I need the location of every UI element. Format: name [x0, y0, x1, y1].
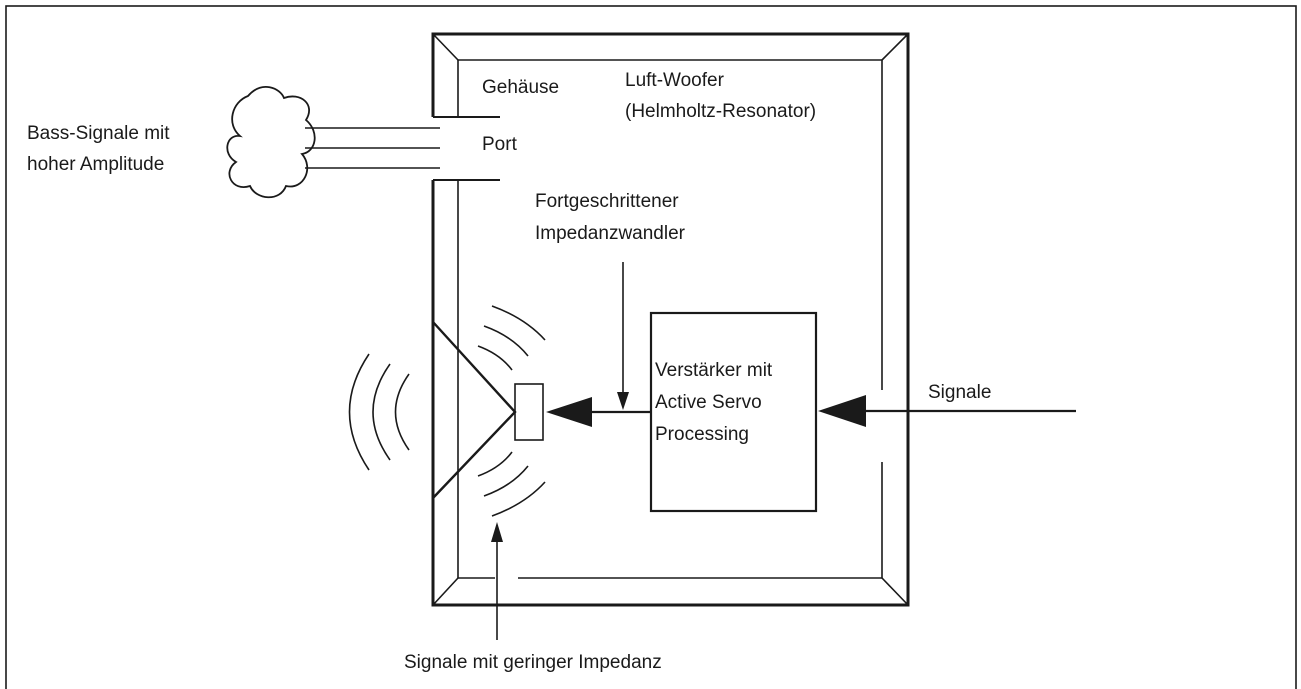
label-bass-line2: hoher Amplitude [27, 154, 164, 175]
amp-to-coil-arrowhead [546, 397, 592, 427]
sound-waves-upper-icon [477, 305, 546, 371]
label-bass-line1: Bass-Signale mit [27, 123, 170, 144]
label-woofer-line2: (Helmholtz-Resonator) [625, 101, 816, 122]
signal-input-arrowhead [818, 395, 866, 427]
label-low-impedance: Signale mit geringer Impedanz [404, 652, 662, 673]
label-amp-line2: Active Servo [655, 392, 762, 413]
label-transducer-line2: Impedanzwandler [535, 223, 686, 244]
bevel-bottom-left [432, 577, 459, 606]
label-amp-line3: Processing [655, 424, 749, 445]
enclosure-inner-wall-bottom [518, 462, 883, 579]
label-amp-line1: Verstärker mit [655, 360, 773, 381]
enclosure-outer-wall [431, 32, 910, 607]
sound-waves-lower-icon [477, 451, 546, 517]
air-flow-lines [305, 127, 440, 169]
label-signale: Signale [928, 382, 991, 403]
transducer-pointer-arrowhead [617, 392, 629, 410]
bevel-bottom-right [881, 577, 909, 606]
label-woofer-line1: Luft-Woofer [625, 70, 725, 91]
port-tube [433, 116, 500, 181]
low-impedance-pointer-arrowhead [491, 522, 503, 542]
voice-coil [514, 383, 544, 441]
speaker-cone [432, 321, 517, 499]
enclosure-inner-wall-left [457, 180, 495, 579]
label-port: Port [482, 134, 518, 155]
label-transducer-line1: Fortgeschrittener [535, 191, 679, 212]
label-gehaeuse: Gehäuse [482, 77, 559, 98]
bevel-top-right [881, 33, 909, 61]
enclosure-inner-wall-top [457, 59, 883, 390]
bass-cloud-icon [226, 86, 316, 199]
bevel-top-left [432, 33, 459, 61]
sound-waves-left-icon [348, 353, 410, 471]
outer-frame [5, 5, 1297, 689]
